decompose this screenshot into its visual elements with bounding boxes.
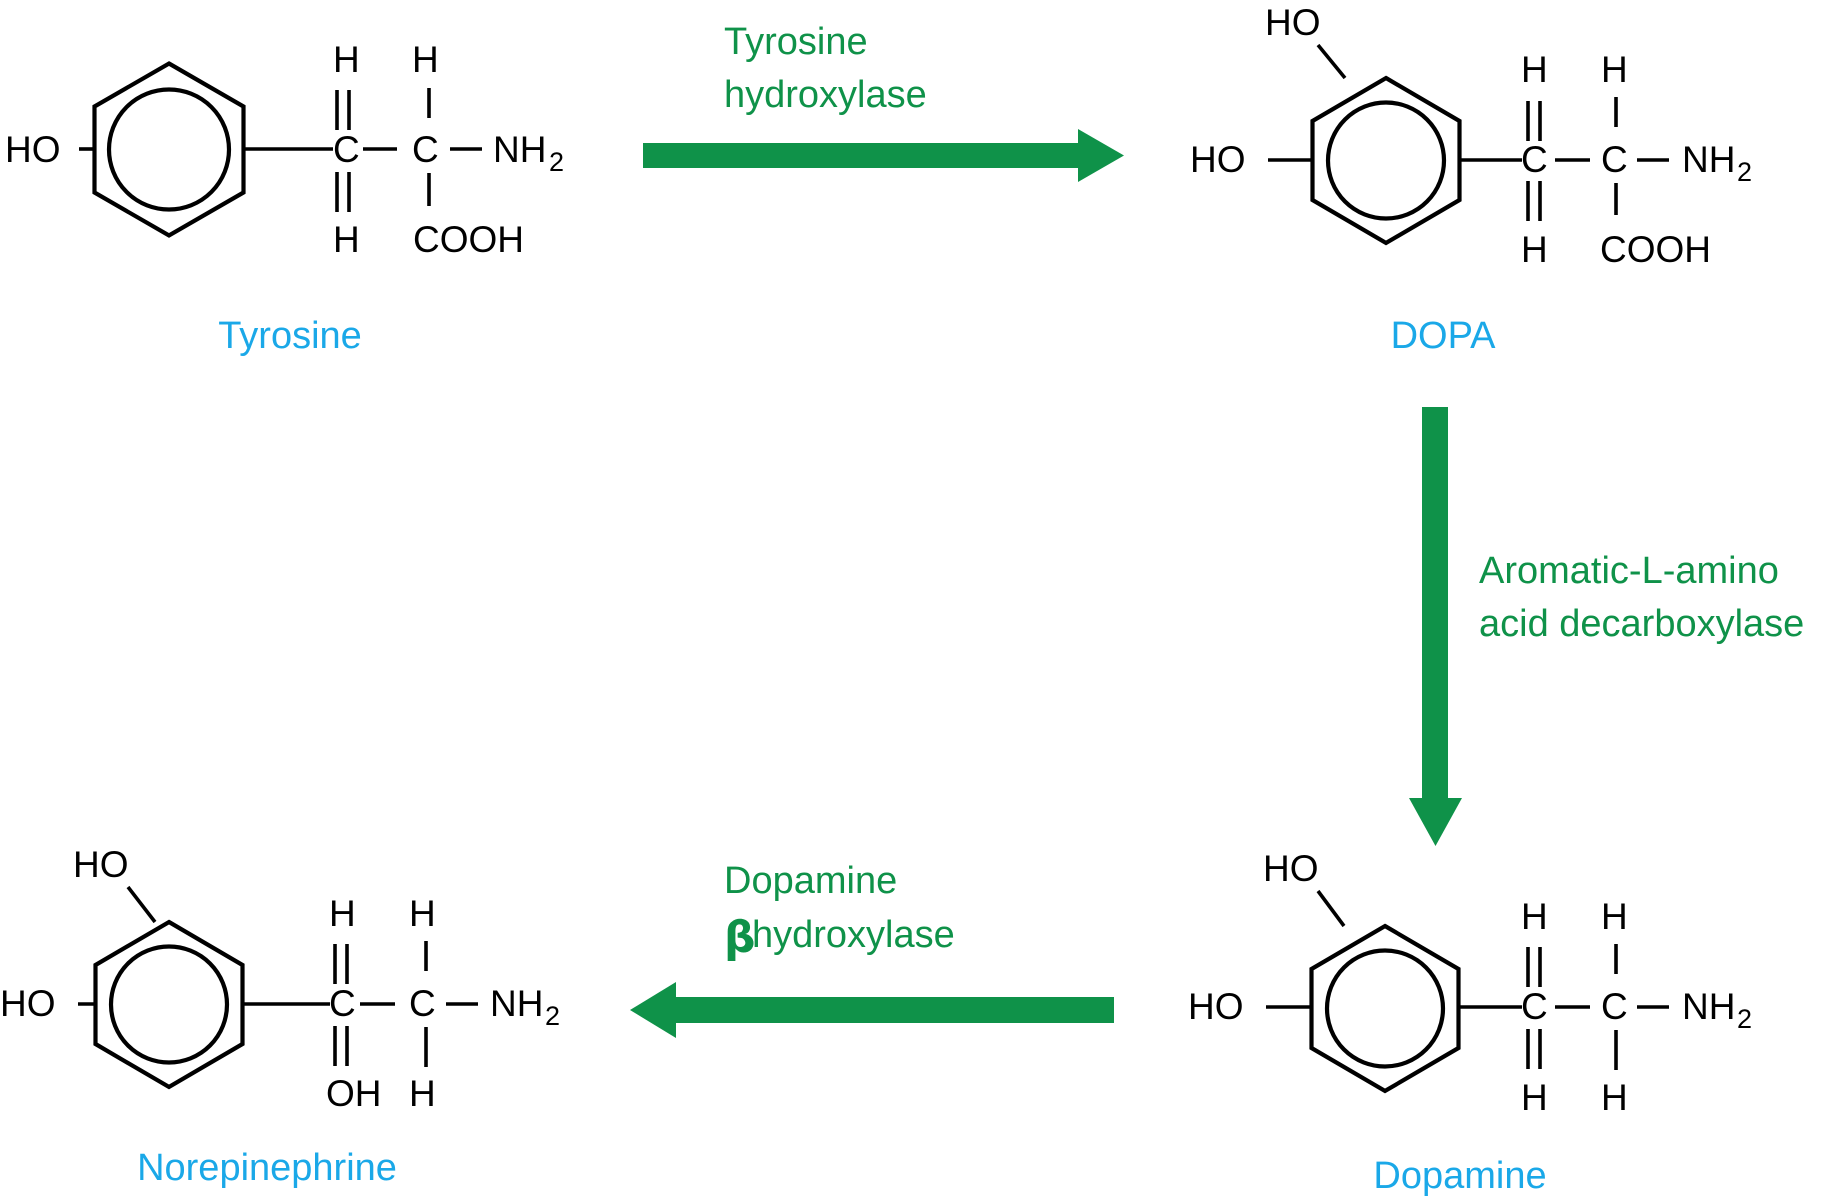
carbon-label: C <box>1601 986 1628 1027</box>
ho-bond <box>126 885 157 924</box>
carbon-label: C <box>412 129 439 170</box>
hydrogen-label: H <box>1521 1077 1548 1118</box>
enzyme-label-line1: Tyrosine <box>724 21 868 63</box>
hydroxyl-label: HO <box>0 983 56 1024</box>
carbon-label: C <box>1601 139 1628 180</box>
amine-subscript: 2 <box>1737 157 1752 187</box>
hydroxyl-label: OH <box>326 1073 382 1114</box>
hydrogen-label: H <box>1521 896 1548 937</box>
arrow-shaft <box>643 143 1080 168</box>
hydrogen-label: H <box>333 39 360 80</box>
hydrogen-label: H <box>1601 49 1628 90</box>
ho-bond <box>1316 889 1346 928</box>
tyrosine-structure: HO C H H C H COOH NH 2 <box>5 39 564 260</box>
arrow-shaft <box>1422 407 1448 800</box>
hydrogen-label: H <box>409 893 436 934</box>
dopa-structure: HO HO C H H C H COOH NH 2 <box>1190 2 1752 270</box>
ho-bond <box>1316 43 1347 80</box>
carbon-label: C <box>409 983 436 1024</box>
hydrogen-label: H <box>329 893 356 934</box>
arrow-head <box>1409 798 1462 846</box>
hydrogen-label: H <box>1521 229 1548 270</box>
hydroxyl-label: HO <box>1188 986 1244 1027</box>
amine-label: NH <box>493 129 546 170</box>
carboxyl-label: COOH <box>1600 229 1711 270</box>
hydroxyl-label: HO <box>5 129 61 170</box>
carbon-label: C <box>1521 139 1548 180</box>
arrow-head <box>1078 129 1124 182</box>
beta-symbol: β <box>724 912 756 963</box>
hydroxyl-label: HO <box>1263 848 1319 889</box>
hydrogen-label: H <box>1521 49 1548 90</box>
dbh-arrow <box>630 982 1114 1038</box>
arrow-shaft <box>674 997 1114 1023</box>
hydroxyl-label: HO <box>1190 139 1246 180</box>
amine-subscript: 2 <box>545 1001 560 1031</box>
enzyme-label-line1: Aromatic-L-amino <box>1479 550 1779 592</box>
carbon-label: C <box>1521 986 1548 1027</box>
aromatic-circle <box>1325 100 1447 221</box>
carboxyl-label: COOH <box>413 219 524 260</box>
aadc-arrow <box>1409 407 1462 846</box>
arrow-head <box>630 982 676 1038</box>
norepinephrine-structure: HO HO C H OH C H H NH 2 <box>0 844 560 1114</box>
enzyme-label-line2: acid decarboxylase <box>1479 603 1804 645</box>
enzyme-label-line1: Dopamine <box>724 860 897 902</box>
hydrogen-label: H <box>1601 1077 1628 1118</box>
amine-subscript: 2 <box>1737 1004 1752 1034</box>
amine-label: NH <box>490 983 543 1024</box>
amine-label: NH <box>1682 986 1735 1027</box>
norepinephrine-name: Norepinephrine <box>137 1147 397 1189</box>
hydroxyl-label: HO <box>73 844 129 885</box>
tyrosine-hydroxylase-arrow <box>643 129 1124 182</box>
amine-subscript: 2 <box>549 147 564 177</box>
dopamine-name: Dopamine <box>1373 1155 1546 1197</box>
aromatic-circle <box>108 944 230 1065</box>
hydroxyl-label: HO <box>1265 2 1321 43</box>
aromatic-circle <box>1324 948 1446 1069</box>
hydrogen-label: H <box>412 39 439 80</box>
dopamine-structure: HO HO C H H C H H NH 2 <box>1188 848 1752 1118</box>
tyrosine-name: Tyrosine <box>218 315 362 357</box>
hydrogen-label: H <box>1601 896 1628 937</box>
enzyme-label-line2: hydroxylase <box>724 74 927 116</box>
carbon-label: C <box>329 983 356 1024</box>
benzene-ring <box>1309 923 1461 1094</box>
enzyme-label-line2: hydroxylase <box>752 914 955 956</box>
aromatic-circle <box>106 87 232 212</box>
hydrogen-label: H <box>333 219 360 260</box>
benzene-ring <box>93 919 245 1090</box>
hydrogen-label: H <box>409 1073 436 1114</box>
carbon-label: C <box>333 129 360 170</box>
benzene-ring <box>1310 75 1462 246</box>
benzene-ring <box>92 61 246 238</box>
amine-label: NH <box>1682 139 1735 180</box>
dopa-name: DOPA <box>1391 315 1497 357</box>
